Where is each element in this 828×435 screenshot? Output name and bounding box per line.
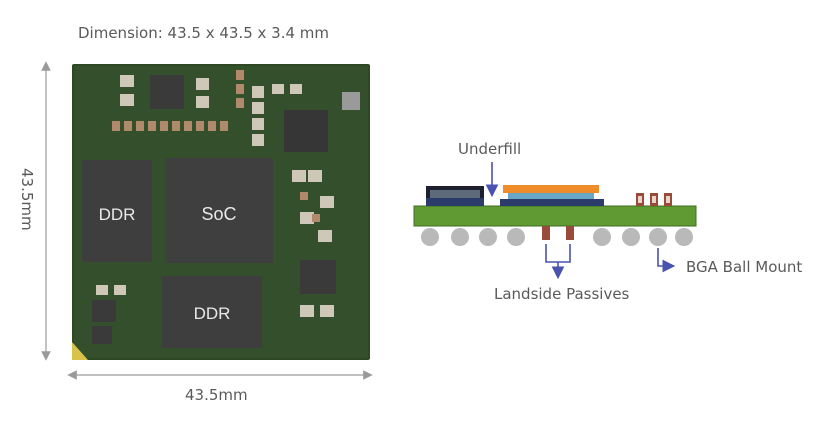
width-label: 43.5mm (185, 386, 248, 404)
ic-right-bottom (300, 260, 336, 294)
bga-balls (421, 228, 693, 246)
ddr-top-chip (82, 160, 152, 262)
soc-label: SoC (201, 204, 236, 224)
module-board: DDR SoC DDR (72, 64, 370, 360)
height-label: 43.5mm (18, 168, 36, 231)
passive-components (96, 75, 360, 317)
resistor-row (112, 70, 320, 222)
underfill-label: Underfill (458, 140, 522, 158)
ddr-bottom-label: DDR (194, 304, 231, 323)
bga-ball-mount-label: BGA Ball Mount (686, 258, 803, 276)
right-die-heatspreader (503, 185, 599, 193)
landside-passives-label: Landside Passives (494, 285, 630, 303)
ic-top (150, 75, 184, 109)
ic-right (284, 110, 328, 152)
substrate (413, 205, 697, 227)
soc-chip (165, 158, 273, 263)
right-die (500, 199, 604, 206)
ddr-bottom-chip (162, 276, 262, 348)
ic-bottom-left (92, 300, 116, 322)
cross-section (413, 162, 697, 280)
landside-bracket (545, 244, 571, 263)
landside-passives (542, 226, 574, 240)
ddr-top-label: DDR (99, 205, 136, 224)
pin1-marker (72, 342, 88, 360)
dimension-title: Dimension: 43.5 x 43.5 x 3.4 mm (78, 24, 330, 42)
bga-arrow (657, 248, 676, 273)
